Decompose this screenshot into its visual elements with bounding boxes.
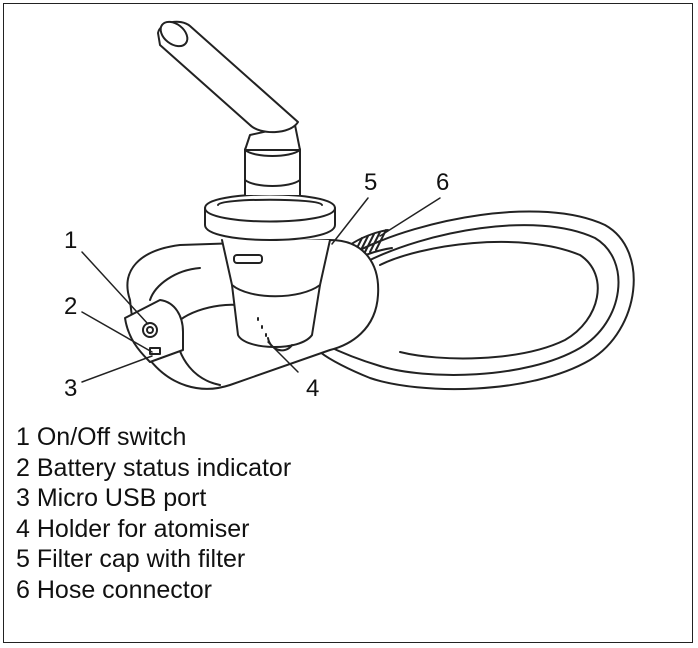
callout-4: 4 bbox=[306, 375, 319, 402]
callout-6: 6 bbox=[436, 169, 449, 196]
legend-number: 5 bbox=[16, 545, 30, 573]
legend-item: 5 Filter cap with filter bbox=[16, 544, 291, 575]
legend-number: 6 bbox=[16, 575, 30, 604]
hose bbox=[319, 210, 635, 391]
legend-number: 3 bbox=[16, 484, 30, 512]
callout-2: 2 bbox=[64, 293, 77, 320]
mouthpiece bbox=[157, 20, 301, 196]
leader-lines bbox=[81, 197, 441, 383]
legend-item: 1 On/Off switch bbox=[16, 422, 291, 453]
legend-number: 2 bbox=[16, 453, 30, 482]
leader-2 bbox=[81, 311, 153, 353]
leader-1 bbox=[81, 251, 149, 325]
leader-3 bbox=[81, 355, 153, 383]
leader-5 bbox=[331, 197, 369, 245]
legend-label: Filter cap with filter bbox=[36, 545, 246, 573]
legend-number: 4 bbox=[16, 514, 30, 543]
legend-label: Battery status indicator bbox=[36, 453, 292, 482]
nebulizer-illustration: 1 2 3 4 5 6 bbox=[64, 20, 635, 402]
leader-4 bbox=[267, 341, 299, 373]
filter-cap bbox=[204, 193, 336, 241]
legend-item: 2 Battery status indicator bbox=[16, 453, 291, 484]
legend-item: 4 Holder for atomiser bbox=[16, 514, 291, 545]
legend-item: 3 Micro USB port bbox=[16, 483, 291, 514]
parts-legend: 1 On/Off switch 2 Battery status indicat… bbox=[16, 422, 291, 605]
callout-3: 3 bbox=[64, 375, 77, 402]
legend-number: 1 bbox=[16, 423, 30, 451]
legend-label: Holder for atomiser bbox=[36, 514, 250, 543]
leader-6 bbox=[379, 197, 441, 237]
callout-1: 1 bbox=[64, 227, 77, 254]
callout-5: 5 bbox=[364, 169, 377, 196]
power-switch-icon bbox=[142, 322, 158, 338]
legend-label: Hose connector bbox=[36, 575, 212, 604]
legend-label: On/Off switch bbox=[36, 423, 187, 451]
legend-label: Micro USB port bbox=[36, 484, 207, 512]
legend-item: 6 Hose connector bbox=[16, 575, 291, 606]
